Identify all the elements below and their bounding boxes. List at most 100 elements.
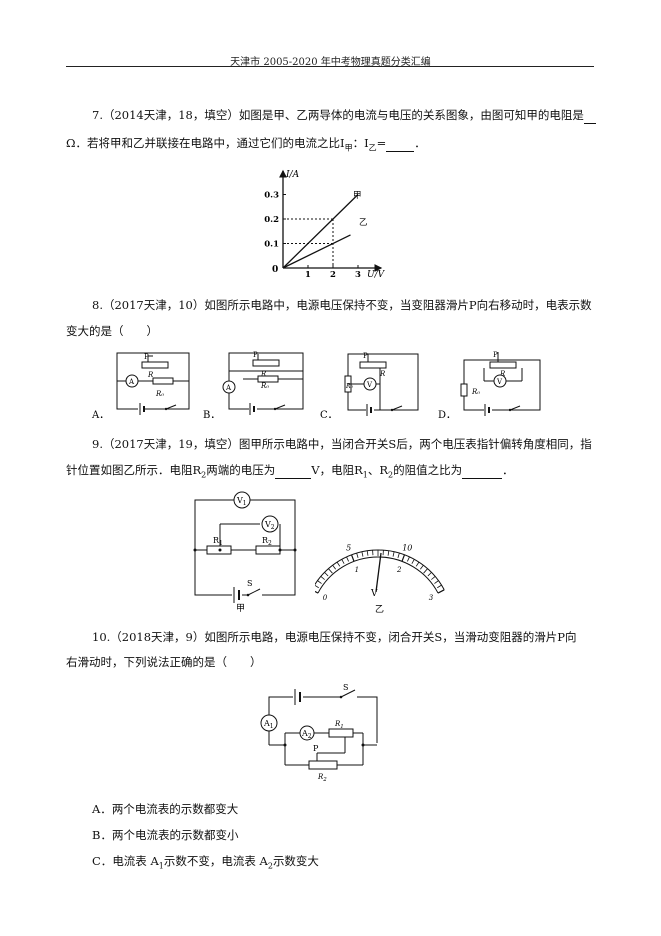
dial-tick (420, 565, 424, 570)
dial-tick (315, 584, 319, 589)
dial-tick (411, 559, 415, 564)
q9-line2: 针位置如图乙所示．电阻R2两端的电压为 V，电阻R1、R2的阻值之比为 ． (66, 462, 514, 483)
q10-option-c-text-b: 示数不变，电流表 A (163, 854, 268, 868)
q7-end: ． (414, 136, 426, 150)
q9-text-c: V，电阻R (311, 463, 363, 477)
q7-text1: 7.（2014天津，18，填空）如图是甲、乙两导体的电流与电压的关系图象，由图可… (92, 108, 584, 122)
circuit-d-r: R (499, 370, 506, 378)
circuit-a-ammeter: A (128, 378, 135, 386)
circuit-b-r: R (260, 370, 267, 378)
q7-colon: ：I (352, 136, 369, 150)
outer-scale-5: 5 (346, 543, 351, 552)
q10-r1-label: R1 (334, 720, 344, 730)
q10-option-b[interactable]: B．两个电流表的示数都变小 (92, 827, 238, 843)
q10-option-c-text-a: 电流表 A (112, 854, 159, 868)
x-tick-label-1: 1 (305, 270, 311, 280)
dial-tick (392, 551, 395, 557)
q10-option-c-label: C． (92, 854, 113, 868)
q10-option-c-sub-b: 2 (267, 861, 273, 871)
q9-blank1 (275, 462, 312, 479)
dial-tick (406, 556, 410, 562)
a1-label: A1 (263, 719, 274, 730)
q8-circuits: P R R₀ A A． P R R₀ A B． P R R₀ (91, 351, 541, 418)
y-axis-label: I/A (285, 170, 300, 180)
circuit-b-p: P (253, 351, 258, 359)
voltmeter-dial: 0 5 10 15 0 1 2 3 V 乙 (315, 543, 445, 615)
circuit-b-ammeter: A (225, 384, 232, 392)
dial-tick (397, 552, 400, 559)
q7-sub-yi: 乙 (368, 143, 377, 153)
dial-tick (341, 559, 345, 564)
q7-sub-jia: 甲 (344, 143, 353, 153)
caption-jia: 甲 (236, 603, 245, 613)
dial-arc-inner (317, 556, 439, 594)
dial-tick (346, 556, 350, 562)
page-header: 天津市 2005-2020 年中考物理真题分类汇编 (230, 57, 431, 68)
iu-graph: I/A U/V 0 1 2 3 0.1 0.2 0.3 甲 乙 (264, 169, 386, 280)
circuit-b-r0: R₀ (260, 382, 269, 390)
switch-s-label: S (247, 579, 252, 588)
v2-label: V2 (264, 520, 275, 531)
y-tick-label-03: 0.3 (264, 191, 279, 201)
series-lines (282, 194, 359, 269)
dial-tick (434, 580, 439, 584)
q9-sub-b: 1 (362, 470, 368, 480)
dial-tick (361, 551, 364, 557)
circuit-c-r0: R₀ (345, 383, 354, 390)
circuit-c-voltmeter: V (366, 381, 373, 389)
q7-blank1 (583, 107, 596, 124)
a2-label: A2 (301, 729, 312, 740)
q9-end: ． (502, 463, 514, 477)
y-tick-label-02: 0.2 (264, 215, 279, 225)
outer-scale-10: 10 (402, 543, 412, 552)
q9-blank2 (462, 462, 503, 479)
dial-tick (387, 550, 390, 556)
dial-tick (336, 561, 341, 567)
q9-line1: 9.（2017天津，19，填空）图甲所示电路中，当闭合开关S后，两个电压表指针偏… (92, 437, 592, 451)
dial-tick (328, 568, 333, 574)
x-tick-label-3: 3 (355, 270, 361, 280)
dial-tick (315, 590, 319, 594)
dial-tick (324, 572, 329, 577)
dial-tick (415, 561, 420, 567)
series-label-yi: 乙 (359, 218, 368, 228)
q9-circuit-jia: V1 V2 R1 R2 S 甲 (193, 491, 297, 613)
dial-tick (320, 576, 325, 580)
q9-sub-a: 2 (201, 470, 207, 480)
dial-tick (401, 554, 406, 562)
dial-tick (437, 584, 442, 589)
option-b-label: B． (203, 410, 220, 418)
dial-tick (437, 589, 445, 594)
option-d-label: D． (438, 410, 456, 418)
inner-scale-1: 1 (355, 566, 359, 574)
q10-option-a-label: A． (92, 802, 112, 816)
r2-label: R2 (262, 536, 272, 547)
q10-circuit: S A1 A2 R1 R2 P (260, 683, 378, 783)
inner-scale-2: 2 (396, 566, 402, 574)
circuit-a-r0: R₀ (155, 390, 164, 398)
origin-label: 0 (272, 265, 278, 275)
series-line-yi (282, 234, 351, 269)
q10-option-c[interactable]: C．电流表 A1示数不变，电流表 A2示数变大 (92, 853, 319, 870)
q9-sub-c: 2 (388, 470, 394, 480)
circuit-a: P R R₀ A A． (91, 352, 190, 418)
series-line-jia (282, 194, 359, 269)
inner-scale-3: 3 (429, 594, 434, 602)
q7-text2: Ω．若将甲和乙并联接在电路中，通过它们的电流之比I (66, 136, 345, 150)
dial-tick (350, 554, 355, 562)
circuit-d-voltmeter: V (496, 378, 503, 386)
circuit-a-p: P (144, 353, 149, 361)
caption-yi: 乙 (375, 604, 384, 615)
q10-option-a[interactable]: A．两个电流表的示数都变大 (92, 801, 238, 817)
q10-option-b-text: 两个电流表的示数都变小 (111, 828, 239, 842)
q9-text-b: 两端的电压为 (206, 463, 276, 477)
circuit-b: P R R₀ A B． (203, 351, 304, 418)
circuit-c-r: R (379, 370, 386, 378)
q10-line1: 10.（2018天津，9）如图所示电路，电源电压保持不变，闭合开关S，当滑动变阻… (92, 630, 577, 644)
q10-p-label: P (313, 744, 319, 753)
dial-tick (366, 550, 369, 556)
q10-line2: 右滑动时，下列说法正确的是（ ） (66, 655, 262, 669)
circuit-d: P R V R₀ D． (438, 351, 541, 418)
circuit-c: P R R₀ V C． (320, 352, 419, 418)
q7-line1: 7.（2014天津，18，填空）如图是甲、乙两导体的电流与电压的关系图象，由图可… (92, 107, 596, 124)
